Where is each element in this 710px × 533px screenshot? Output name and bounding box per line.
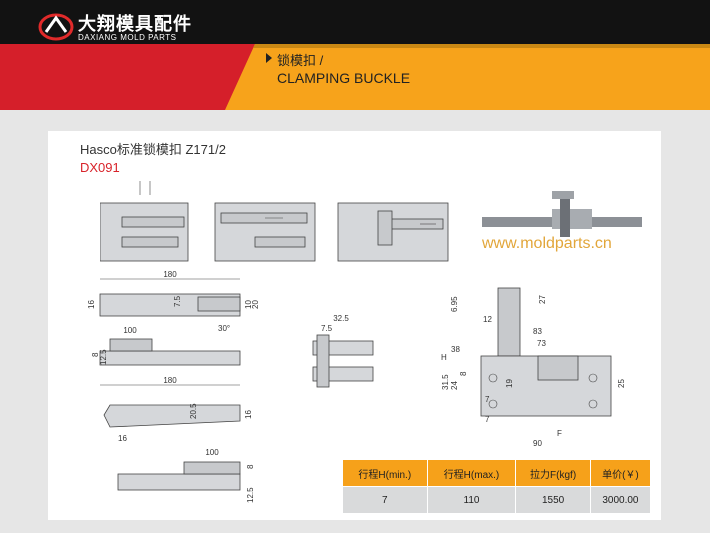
dim-83: 83 <box>533 327 542 336</box>
spec-table: 行程H(min.) 行程H(max.) 拉力F(kgf) 单价(￥) 7 110… <box>342 459 652 514</box>
dim-73: 73 <box>537 339 546 348</box>
table-cell: 7 <box>342 486 428 514</box>
table-header-cell: 行程H(min.) <box>342 459 428 487</box>
arrow-right-icon <box>266 53 272 63</box>
table-header-cell: 单价(￥) <box>589 459 652 487</box>
dim-90: 90 <box>533 439 542 448</box>
dim-10: 10 <box>244 300 253 309</box>
product-photo <box>482 191 642 237</box>
section-title-en: CLAMPING BUCKLE <box>277 70 411 86</box>
dim-25: 25 <box>617 379 626 388</box>
product-card: Hasco标准锁模扣 Z171/2 DX091 www.moldpar <box>48 131 661 520</box>
table-cell: 3000.00 <box>589 486 652 514</box>
dim-12-5a: 12.5 <box>99 349 108 365</box>
table-cell: 110 <box>426 486 517 514</box>
dim-180a: 180 <box>163 270 177 279</box>
dim-20: 20 <box>251 300 260 309</box>
dim-7-5b: 7.5 <box>321 324 333 333</box>
product-title: Hasco标准锁模扣 Z171/2 <box>80 142 226 157</box>
dim-30deg: 30° <box>218 324 230 333</box>
dim-32-5: 32.5 <box>333 314 349 323</box>
table-header-cell: 拉力F(kgf) <box>515 459 591 487</box>
brand-name-cn: 大翔模具配件 <box>78 14 192 34</box>
dim-19: 19 <box>505 379 514 388</box>
table-header-row: 行程H(min.) 行程H(max.) 拉力F(kgf) 单价(￥) <box>342 459 652 487</box>
dim-24: 24 <box>450 381 459 390</box>
table-header-cell: 行程H(max.) <box>426 459 517 487</box>
sketch-2 <box>214 202 316 262</box>
dim-7-5: 7.5 <box>173 295 182 307</box>
dim-100b: 100 <box>205 448 219 457</box>
sketch-3 <box>337 202 449 262</box>
dim-16c: 16 <box>244 410 253 419</box>
dim-8a: 8 <box>91 352 100 357</box>
dim-27: 27 <box>538 295 547 304</box>
middle-drawing: 32.5 7.5 <box>312 314 374 388</box>
logo-icon <box>38 13 74 41</box>
dim-6-95: 6.95 <box>450 296 459 312</box>
dim-100a: 100 <box>123 326 137 335</box>
part-drawings: 180 16 7.5 10 20 30° 100 8 12.5 180 20.5… <box>88 270 260 503</box>
assembly-sketches <box>100 181 449 262</box>
table-row: 7 110 1550 3000.00 <box>342 486 652 514</box>
assembly-drawing: 6.95 27 12 83 38 73 H 31.5 24 8 19 25 7 … <box>441 287 626 448</box>
dim-180b: 180 <box>163 376 177 385</box>
dim-F: F <box>557 429 562 438</box>
website-watermark: www.moldparts.cn <box>482 235 612 252</box>
dim-7a: 7 <box>485 395 490 404</box>
header-banner: 大翔模具配件 DAXIANG MOLD PARTS 锁模扣 / CLAMPING… <box>0 0 710 110</box>
dim-12: 12 <box>483 315 492 324</box>
section-title-cn: 锁模扣 / <box>277 53 324 68</box>
dim-8b: 8 <box>246 464 255 469</box>
product-code: DX091 <box>80 160 120 175</box>
dim-7b: 7 <box>485 415 490 424</box>
dim-H: H <box>441 353 447 362</box>
sketch-1 <box>100 181 189 262</box>
dim-38: 38 <box>451 345 460 354</box>
brand-name-en: DAXIANG MOLD PARTS <box>78 33 177 42</box>
dim-12-5b: 12.5 <box>246 487 255 503</box>
dim-8c: 8 <box>459 371 468 376</box>
dim-16: 16 <box>88 300 96 309</box>
dim-20-5: 20.5 <box>189 403 198 419</box>
table-cell: 1550 <box>515 486 591 514</box>
header-background <box>0 0 710 110</box>
dim-16b: 16 <box>118 434 127 443</box>
dim-31-5: 31.5 <box>441 374 450 390</box>
